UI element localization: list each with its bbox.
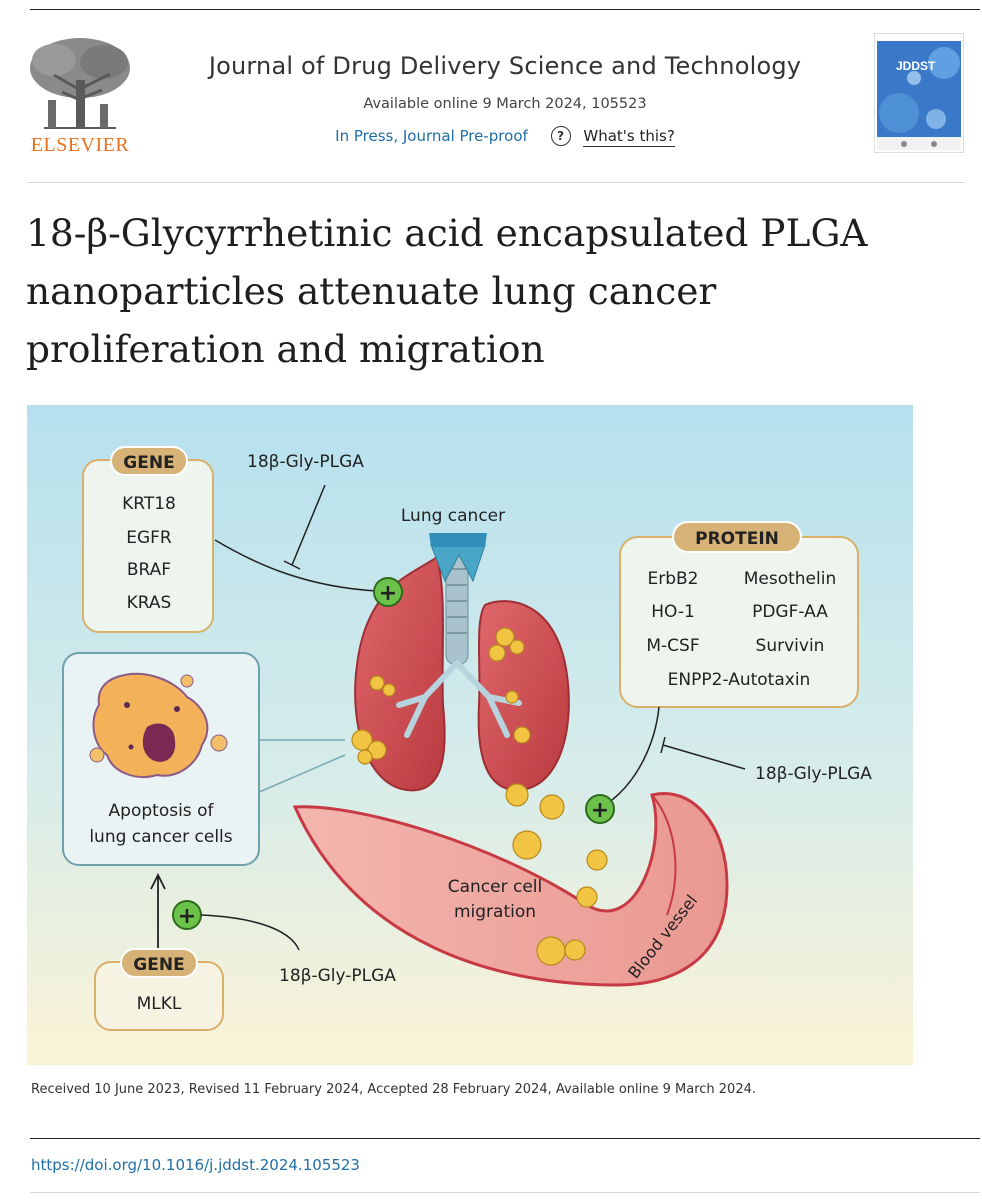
inhibition-arrow-top [283,484,326,570]
lung-cancer-label: Lung cancer [401,506,505,526]
gene-item: BRAF [127,560,171,580]
protein-to-migration-connector [611,706,660,801]
available-online-date: Available online 9 March 2024, 105523 [363,96,647,112]
gene-to-lung-connector [214,539,378,592]
title-line: proliferation and migration [26,327,545,371]
apoptosis-label: Apoptosis of [109,801,215,821]
lungs-illustration [351,533,608,966]
bottom-divider [30,1192,980,1193]
gene-item: KRT18 [122,494,176,514]
whats-this-link[interactable]: What's this? [583,126,675,147]
header-divider [27,182,965,183]
apoptosis-pointer-connector [256,739,346,794]
migration-label: Cancer cell [448,877,543,897]
blood-vessel [292,792,729,987]
article-title: 18-β-Glycyrrhetinic acid encapsulated PL… [26,204,956,378]
gene-item: MLKL [137,994,182,1014]
protein-box-heading: PROTEIN [695,529,779,549]
svg-text:+: + [178,904,196,929]
migration-label: migration [454,902,536,922]
plus-badge-right: + [585,794,615,824]
cover-title: JDDST [896,59,936,73]
protein-item: Mesothelin [744,569,837,589]
journal-title[interactable]: Journal of Drug Delivery Science and Tec… [208,52,802,80]
journal-cover-thumbnail[interactable]: JDDST [874,33,964,153]
gene-box-bottom-heading-pill [120,948,198,978]
elsevier-logo[interactable]: ELSEVIER [24,30,136,158]
apoptotic-cell-illustration [89,672,228,778]
protein-item: Survivin [756,636,825,656]
doi-link[interactable]: https://doi.org/10.1016/j.jddst.2024.105… [31,1156,360,1174]
protein-item: HO-1 [651,602,695,622]
drug-label-top: 18β-Gly-PLGA [247,452,364,472]
history-divider [30,1138,980,1139]
protein-item: M-CSF [646,636,699,656]
gene-box-top-heading-pill [110,446,188,476]
tree-icon [30,38,130,129]
graphical-abstract[interactable]: Apoptosis of lung cancer cells GENE KRT1… [27,405,913,1065]
inhibition-arrow-right [660,736,746,770]
title-line: 18-β-Glycyrrhetinic acid encapsulated PL… [26,211,868,255]
gene-item: KRAS [127,593,172,613]
gene-box-top-heading: GENE [123,453,174,473]
protein-item: ENPP2-Autotaxin [668,670,811,690]
protein-box-heading-pill [672,521,802,553]
protein-item: PDGF-AA [752,602,828,622]
mlkl-to-apoptosis-arrow [150,872,166,953]
article-status-line: In Press, Journal Pre-proof ? What's thi… [150,126,860,147]
svg-text:+: + [379,581,397,606]
drug-label-right: 18β-Gly-PLGA [755,764,872,784]
plus-badge-top: + [373,577,403,607]
gene-box-bottom-heading: GENE [133,955,184,975]
in-press-link[interactable]: In Press, Journal Pre-proof [335,126,528,145]
svg-text:+: + [591,798,609,823]
drug-to-mlkl-connector [200,914,300,951]
apoptosis-label: lung cancer cells [89,827,232,847]
gene-item: EGFR [126,528,172,548]
elsevier-wordmark: ELSEVIER [31,134,130,156]
drug-label-bottom: 18β-Gly-PLGA [279,966,396,986]
plus-badge-bottom: + [172,900,202,930]
title-line: nanoparticles attenuate lung cancer [26,269,717,313]
article-history: Received 10 June 2023, Revised 11 Februa… [31,1082,757,1097]
protein-item: ErbB2 [648,569,699,589]
top-rule [30,9,980,10]
question-circle-icon[interactable]: ? [550,126,571,146]
